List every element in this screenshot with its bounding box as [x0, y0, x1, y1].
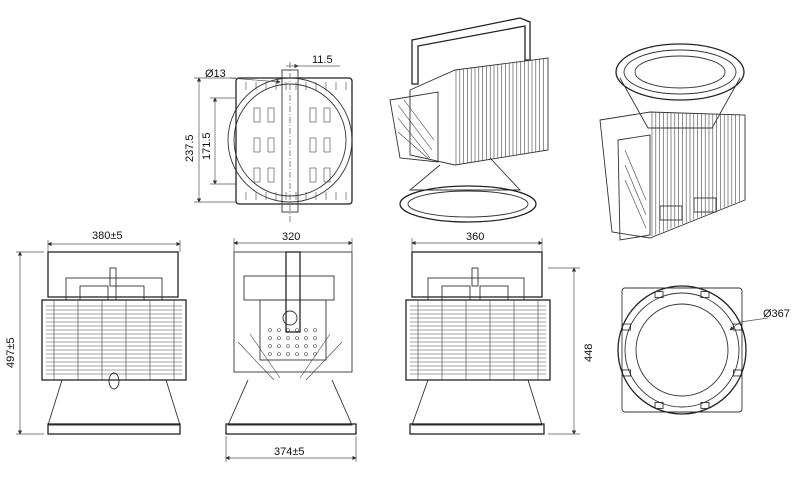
dim-top-diameter: Ø13: [205, 68, 226, 80]
dim-top-height-inner: 171.5: [201, 132, 213, 160]
dim-top-height-outer: 237.5: [184, 134, 196, 162]
dim-reflector-diameter: Ø367: [763, 308, 790, 320]
top-view: Ø13 11.5 237.5 171.5: [184, 54, 353, 222]
dim-front-height: 497±5: [5, 337, 17, 368]
dim-front-width: 380±5: [92, 230, 123, 242]
dim-top-width: 11.5: [312, 54, 333, 66]
dim-side-width: 320: [282, 231, 300, 243]
isometric-view-left: [389, 17, 549, 223]
dim-back-height: 448: [583, 344, 595, 362]
dim-side-base: 374±5: [274, 446, 305, 458]
front-view: 380±5 497±5: [5, 230, 187, 435]
back-view: 360 448: [405, 231, 595, 435]
dim-back-width: 360: [466, 231, 484, 243]
side-view: 320 374±5: [225, 231, 357, 462]
bottom-view: Ø367: [617, 285, 790, 415]
isometric-view-right: [599, 43, 746, 241]
